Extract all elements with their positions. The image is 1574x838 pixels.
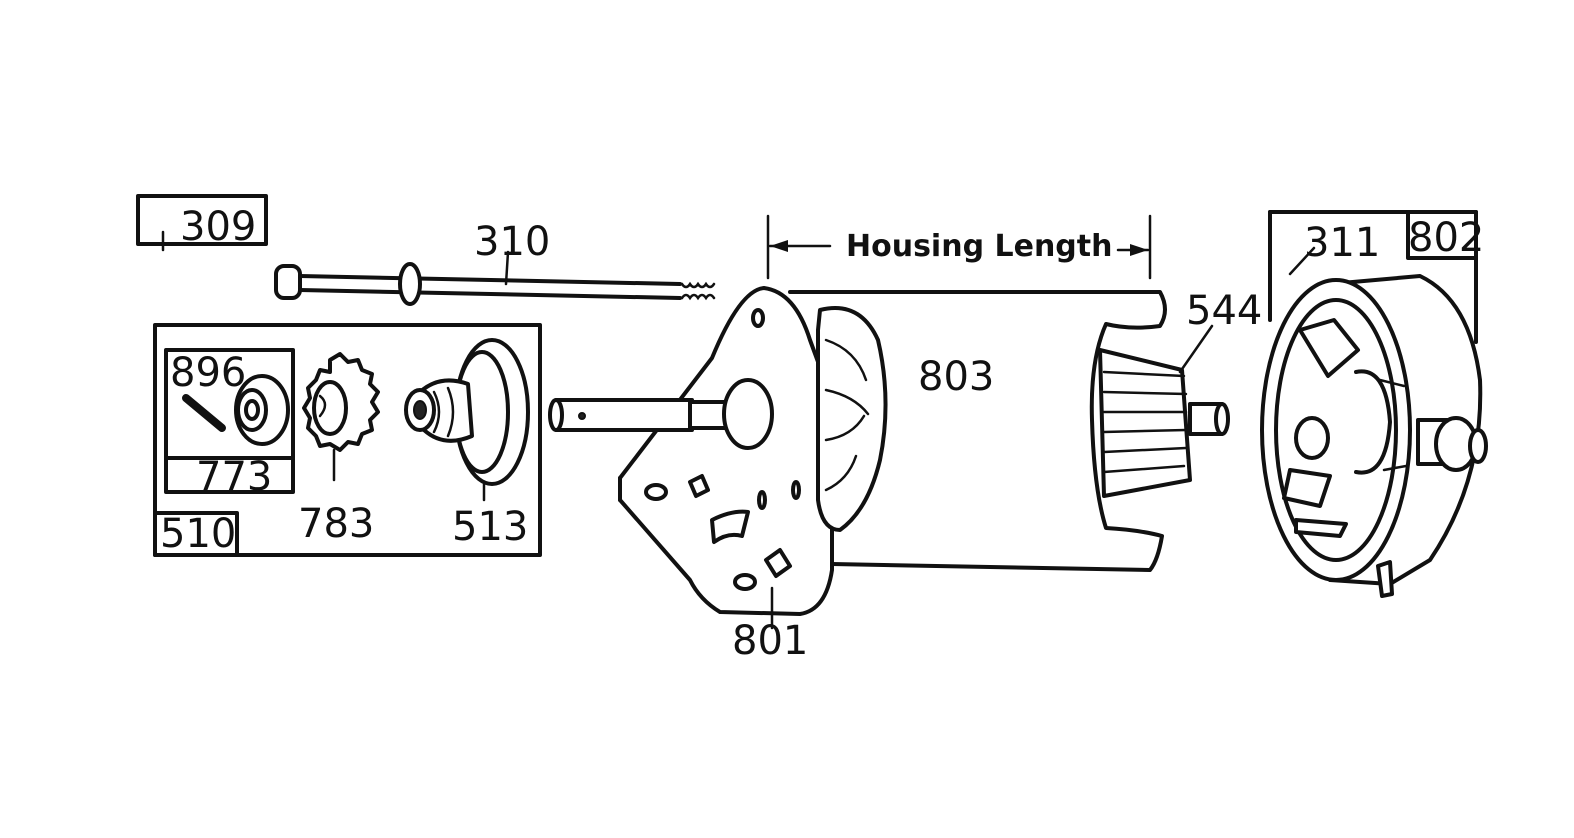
part-311-number: 311: [1304, 220, 1380, 266]
part-513-number: 513: [452, 504, 528, 550]
part-803-number: 803: [918, 354, 994, 400]
part-801-number: 801: [732, 618, 808, 664]
housing-length-label: Housing Length: [846, 229, 1112, 264]
through-bolt-310: 310: [274, 219, 716, 306]
gear-783: 783: [298, 352, 380, 547]
commutator-end-cap-802: 802 311: [1260, 210, 1488, 598]
drive-end-cap-801: 801: [548, 286, 834, 664]
part-309-number: 309: [180, 204, 256, 250]
part-544-number: 544: [1186, 288, 1262, 334]
part-510-number: 510: [160, 511, 236, 557]
part-310-number: 310: [474, 219, 550, 265]
part-896-number: 896: [170, 350, 246, 396]
part-783-number: 783: [298, 501, 374, 547]
part-802-number: 802: [1408, 215, 1484, 261]
housing-803: 803 544: [788, 288, 1262, 572]
part-309-label: 309: [136, 194, 268, 252]
drive-kit-510-box: 896 773 510: [153, 323, 542, 557]
drive-assembly-513: 513: [404, 338, 530, 550]
part-773-number: 773: [196, 454, 272, 500]
housing-length-dimension: Housing Length: [766, 214, 1152, 280]
